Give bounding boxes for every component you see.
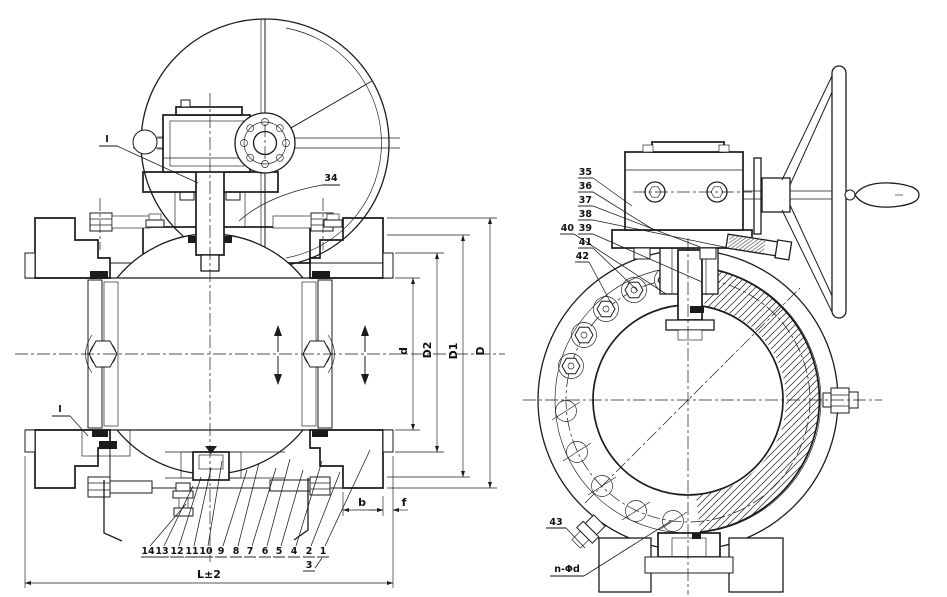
part-label-11: 11 xyxy=(185,546,198,557)
bottom-callouts: 43 n-Φd xyxy=(546,517,672,577)
callout-39-label: 39 xyxy=(579,223,592,234)
callout-34-label: 34 xyxy=(324,173,338,184)
side-plug-icon xyxy=(822,387,859,414)
section-arrows xyxy=(274,325,369,385)
seat-ring-left xyxy=(85,271,119,449)
part-label-7: 7 xyxy=(247,546,254,557)
callout-42-label: 42 xyxy=(576,251,589,262)
bonnet-bolts xyxy=(145,213,343,228)
handwheel-grip xyxy=(854,182,920,208)
callout-34: 34 xyxy=(238,173,340,222)
raised-faces xyxy=(24,252,394,453)
callout-38-label: 38 xyxy=(579,209,593,220)
body-section-hatch xyxy=(696,269,820,532)
gearbox-cap xyxy=(651,141,725,153)
part-label-4: 4 xyxy=(291,546,298,557)
dim-label-D: D xyxy=(474,346,487,355)
dim-label-f: f xyxy=(402,496,407,509)
right-view-callouts: 35 36 37 38 40 39 41 42 xyxy=(560,167,730,304)
lock-bar-left xyxy=(103,480,123,542)
callout-detail-I-bottom: I xyxy=(52,404,89,437)
side-view: 35 36 37 38 40 39 41 42 43 n-Φd xyxy=(523,65,920,595)
part-label-5: 5 xyxy=(276,546,283,557)
callout-41-label: 41 xyxy=(579,237,592,248)
drain-boss xyxy=(192,451,230,481)
bottom-boss xyxy=(644,532,734,574)
part-label-14: 14 xyxy=(141,546,155,557)
drain-fitting xyxy=(571,514,606,549)
support-feet xyxy=(598,537,784,593)
part-number-callouts: 14 13 12 11 10 9 8 7 6 5 4 2 1 3 xyxy=(141,449,371,572)
trunnion-assembly xyxy=(165,446,285,517)
detail-I-bottom-label: I xyxy=(58,404,62,415)
gear-input-flange xyxy=(234,112,296,174)
stop-screw xyxy=(725,233,793,261)
callout-detail-I-top: I xyxy=(99,134,199,184)
handwheel-rim xyxy=(831,65,847,319)
front-section-view: D D1 D2 d b f L±2 I 34 I xyxy=(15,18,505,588)
part-label-8: 8 xyxy=(233,546,240,557)
part-label-13: 13 xyxy=(155,546,168,557)
body-joint-bolts xyxy=(87,212,334,542)
callout-36-label: 36 xyxy=(579,181,593,192)
part-label-9: 9 xyxy=(218,546,225,557)
part-label-2: 2 xyxy=(306,546,313,557)
dim-label-b: b xyxy=(358,496,366,509)
part-label-12: 12 xyxy=(170,546,183,557)
handwheel-side-icon xyxy=(743,65,920,319)
dim-label-D2: D2 xyxy=(421,342,434,359)
handwheel-knob-icon xyxy=(132,129,158,155)
callout-43-label: 43 xyxy=(549,517,562,528)
callout-37-label: 37 xyxy=(579,195,592,206)
dim-label-d: d xyxy=(397,347,410,355)
bolt-hole-note-label: n-Φd xyxy=(554,564,580,575)
handwheel-hub xyxy=(761,177,791,213)
detail-zone-box xyxy=(81,429,131,457)
diagonal-centerline xyxy=(584,287,801,504)
part-label-10: 10 xyxy=(199,546,213,557)
callout-35-label: 35 xyxy=(579,167,592,178)
injection-fitting-icon xyxy=(172,482,194,517)
callout-40-label: 40 xyxy=(561,223,575,234)
stem-side xyxy=(659,247,719,341)
dim-label-D1: D1 xyxy=(447,343,460,360)
dimension-lines: D D1 D2 d b f L±2 xyxy=(24,217,497,588)
part-label-6: 6 xyxy=(262,546,269,557)
detail-I-top-label: I xyxy=(105,134,109,145)
part-label-3: 3 xyxy=(306,560,313,571)
dim-label-length: L±2 xyxy=(197,568,221,581)
part-label-1: 1 xyxy=(320,546,327,557)
